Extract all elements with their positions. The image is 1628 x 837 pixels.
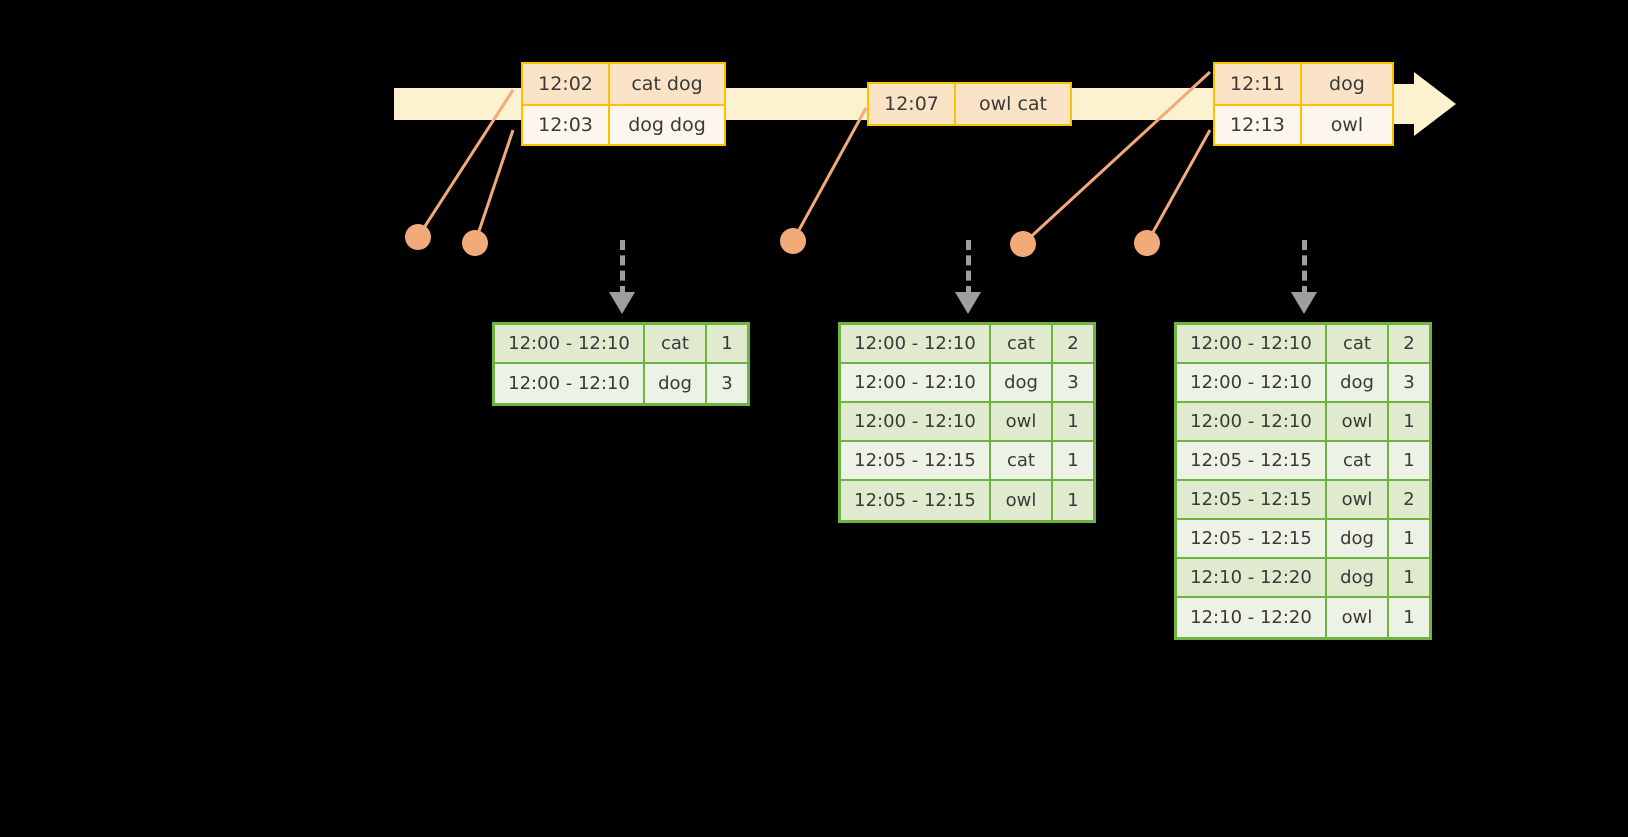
arrow-head-icon (609, 292, 635, 314)
window-cell: 12:00 - 12:10 (495, 364, 645, 403)
timeline-arrowhead-icon (1414, 72, 1456, 136)
connector-12-03-line (473, 129, 515, 244)
key-cell: dog (1327, 364, 1389, 403)
key-cell: cat (1327, 325, 1389, 364)
connector-12-07-line (791, 107, 868, 242)
connector-12-11-dot[interactable] (1010, 231, 1036, 257)
window-cell: 12:05 - 12:15 (1177, 520, 1327, 559)
event-words: owl cat (956, 84, 1070, 124)
window-cell: 12:05 - 12:15 (1177, 442, 1327, 481)
count-cell: 1 (1389, 598, 1429, 637)
count-cell: 3 (707, 364, 747, 403)
count-cell: 1 (1389, 559, 1429, 598)
count-cell: 1 (1389, 442, 1429, 481)
window-cell: 12:10 - 12:20 (1177, 559, 1327, 598)
connector-12-13-dot[interactable] (1134, 230, 1160, 256)
key-cell: owl (991, 403, 1053, 442)
event-time: 12:11 (1215, 64, 1302, 104)
window-cell: 12:00 - 12:10 (495, 325, 645, 364)
event-time: 12:02 (523, 64, 610, 104)
key-cell: dog (991, 364, 1053, 403)
window-cell: 12:05 - 12:15 (841, 481, 991, 520)
key-cell: cat (1327, 442, 1389, 481)
key-cell: cat (645, 325, 707, 364)
window-cell: 12:00 - 12:10 (841, 403, 991, 442)
key-cell: dog (645, 364, 707, 403)
arrow-shaft (620, 240, 625, 296)
event-time: 12:13 (1215, 106, 1302, 144)
key-cell: cat (991, 325, 1053, 364)
event-time: 12:03 (523, 106, 610, 144)
event-words: owl (1301, 106, 1392, 144)
count-cell: 2 (1389, 325, 1429, 364)
key-cell: owl (991, 481, 1053, 520)
connector-12-02-dot[interactable] (405, 224, 431, 250)
event-words: dog (1301, 64, 1392, 104)
key-cell: owl (1327, 598, 1389, 637)
count-cell: 2 (1389, 481, 1429, 520)
count-cell: 1 (1053, 403, 1093, 442)
connector-12-11-line (1021, 70, 1212, 246)
window-cell: 12:05 - 12:15 (1177, 481, 1327, 520)
arrow-head-icon (955, 292, 981, 314)
window-cell: 12:05 - 12:15 (841, 442, 991, 481)
window-cell: 12:00 - 12:10 (1177, 364, 1327, 403)
count-cell: 3 (1053, 364, 1093, 403)
event-words: cat dog (610, 64, 724, 104)
connector-12-03-dot[interactable] (462, 230, 488, 256)
window-cell: 12:10 - 12:20 (1177, 598, 1327, 637)
event-time: 12:07 (869, 84, 956, 124)
event-words: dog dog (610, 106, 724, 144)
window-cell: 12:00 - 12:10 (841, 364, 991, 403)
window-cell: 12:00 - 12:10 (1177, 403, 1327, 442)
count-cell: 1 (1389, 520, 1429, 559)
connector-12-02-line (416, 89, 515, 238)
window-cell: 12:00 - 12:10 (841, 325, 991, 364)
arrow-shaft (1302, 240, 1307, 296)
arrow-head-icon (1291, 292, 1317, 314)
key-cell: owl (1327, 403, 1389, 442)
count-cell: 1 (1389, 403, 1429, 442)
key-cell: dog (1327, 520, 1389, 559)
connector-12-07-dot[interactable] (780, 228, 806, 254)
count-cell: 1 (1053, 442, 1093, 481)
key-cell: owl (1327, 481, 1389, 520)
arrow-shaft (966, 240, 971, 296)
count-cell: 1 (1053, 481, 1093, 520)
window-cell: 12:00 - 12:10 (1177, 325, 1327, 364)
key-cell: cat (991, 442, 1053, 481)
key-cell: dog (1327, 559, 1389, 598)
connector-12-13-line (1145, 129, 1212, 244)
count-cell: 1 (707, 325, 747, 364)
count-cell: 2 (1053, 325, 1093, 364)
count-cell: 3 (1389, 364, 1429, 403)
